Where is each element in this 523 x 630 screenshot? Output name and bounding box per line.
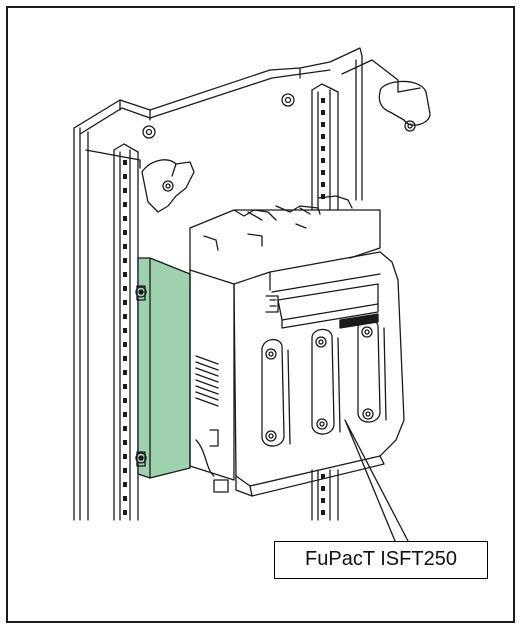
- rail-hole: [321, 134, 325, 139]
- top-right-clamp: [341, 59, 431, 132]
- rail-hole: [123, 230, 127, 235]
- mounting-plate: [135, 257, 191, 479]
- rail-hole: [321, 510, 325, 515]
- right-mounting-rail: [311, 83, 339, 521]
- rail-hole: [123, 342, 127, 347]
- rail-hole: [123, 412, 127, 417]
- rail-hole: [123, 174, 127, 179]
- rail-hole: [123, 384, 127, 389]
- rail-hole: [321, 194, 325, 199]
- enclosure-frame: [73, 47, 363, 521]
- switch-side-body: [189, 269, 235, 493]
- rail-hole: [123, 272, 127, 277]
- rail-hole: [123, 202, 127, 207]
- rail-hole: [321, 146, 325, 151]
- rail-hole: [321, 122, 325, 127]
- rail-hole: [123, 244, 127, 249]
- rail-hole: [321, 486, 325, 491]
- rail-hole: [123, 258, 127, 263]
- rail-hole: [321, 170, 325, 175]
- rail-hole: [123, 286, 127, 291]
- rail-hole: [123, 426, 127, 431]
- rail-hole: [321, 182, 325, 187]
- rail-hole: [123, 496, 127, 501]
- switch-top-terminals: [189, 195, 381, 271]
- rail-hole: [123, 510, 127, 515]
- rail-hole: [123, 300, 127, 305]
- right-rail-holes: [321, 98, 325, 515]
- rail-hole: [123, 314, 127, 319]
- rail-hole: [123, 188, 127, 193]
- rail-hole: [321, 158, 325, 163]
- rail-hole: [123, 216, 127, 221]
- back-plate-holes: [142, 93, 295, 139]
- rail-hole: [123, 468, 127, 473]
- rail-hole: [123, 370, 127, 375]
- rail-hole: [123, 398, 127, 403]
- figure-frame: [6, 6, 515, 623]
- rail-hole: [321, 474, 325, 479]
- rail-hole: [321, 98, 325, 103]
- rail-hole: [123, 454, 127, 459]
- rail-hole: [123, 160, 127, 165]
- left-rail-holes: [123, 160, 127, 515]
- rail-hole: [123, 440, 127, 445]
- callout-leader: [344, 419, 409, 542]
- rail-hole: [321, 110, 325, 115]
- fuse-carriers: [261, 318, 387, 447]
- rail-hole: [123, 356, 127, 361]
- device-callout-label: FuPacT ISFT250: [274, 541, 488, 579]
- left-mounting-rail: [113, 143, 139, 521]
- rail-hole: [123, 328, 127, 333]
- switch-front-cover: [233, 251, 405, 497]
- rail-hole: [123, 482, 127, 487]
- left-clamp: [141, 159, 195, 213]
- rail-hole: [321, 498, 325, 503]
